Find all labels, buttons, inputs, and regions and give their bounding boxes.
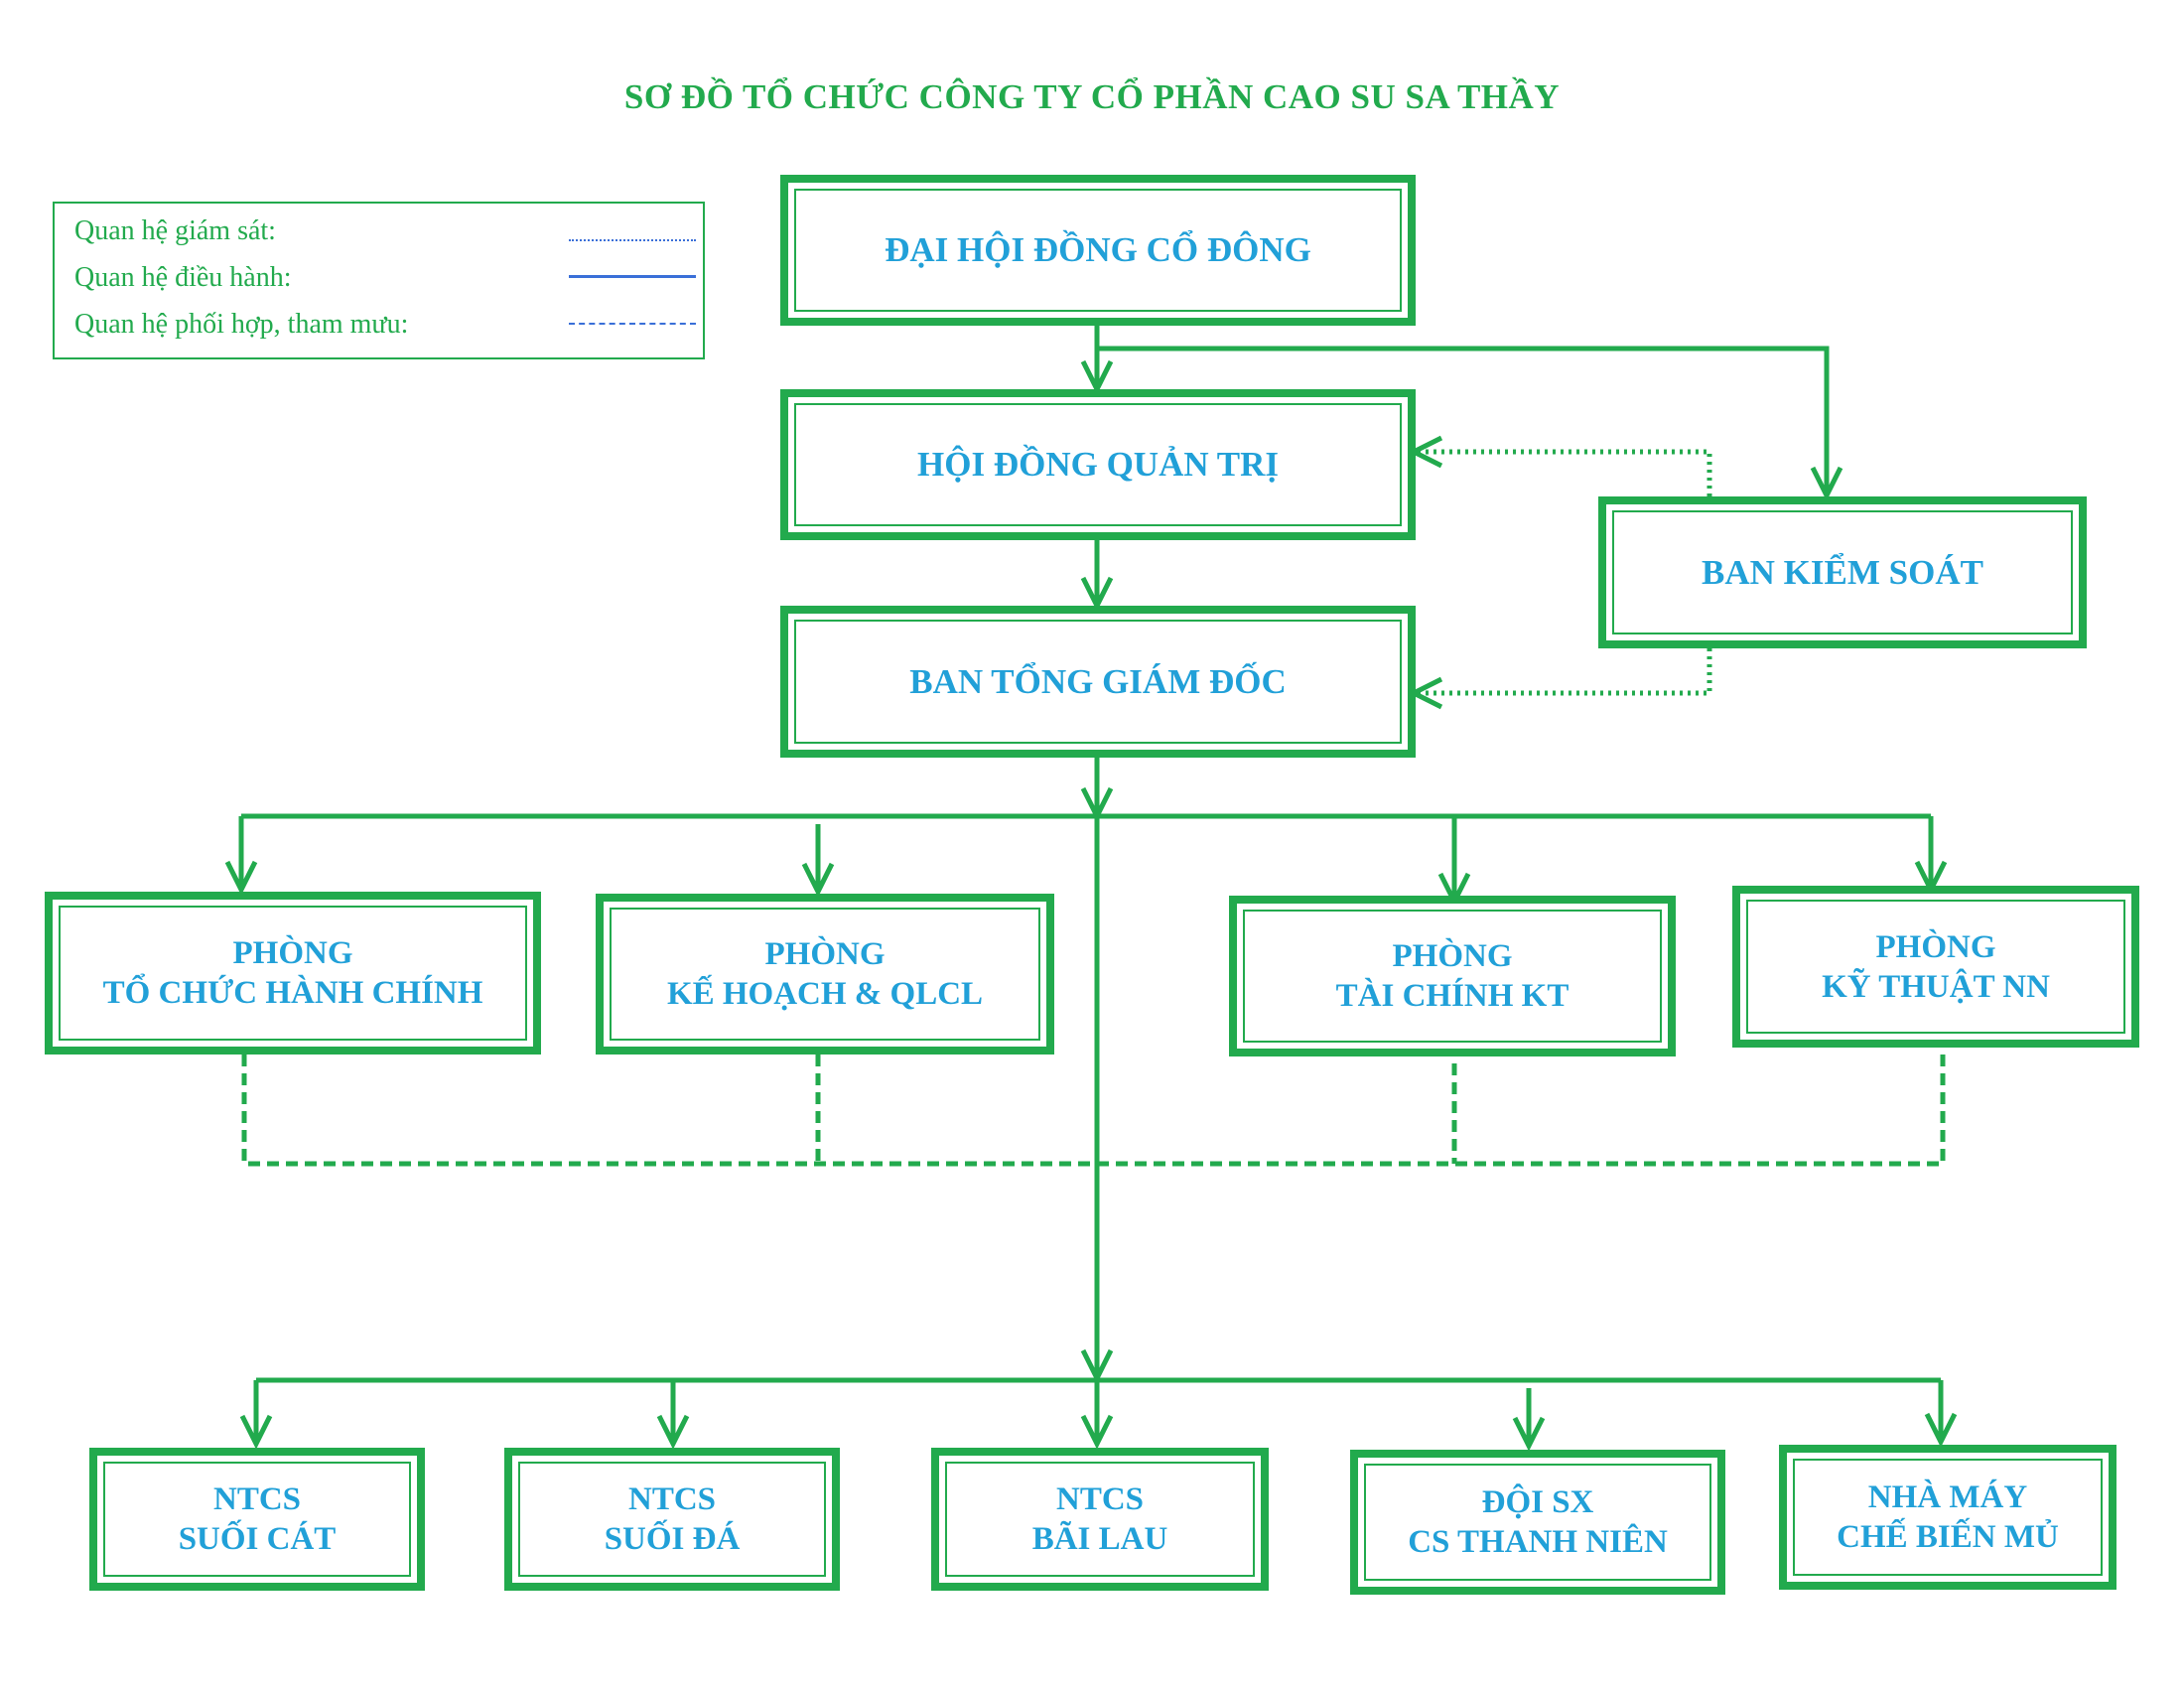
node-team-thanhnien-line1: ĐỘI SX: [1481, 1484, 1594, 1520]
page-title: SƠ ĐỒ TỔ CHỨC CÔNG TY CỔ PHẦN CAO SU SA …: [623, 77, 1561, 116]
node-dept-tech-line2: KỸ THUẬT NN: [1822, 968, 2050, 1005]
node-shareholders-label: ĐẠI HỘI ĐỒNG CỔ ĐÔNG: [885, 230, 1311, 269]
node-dept-finance[interactable]: PHÒNG TÀI CHÍNH KT: [1229, 896, 1676, 1056]
node-dept-planning-line1: PHÒNG: [764, 936, 886, 972]
node-supervisory[interactable]: BAN KIỂM SOÁT: [1598, 496, 2087, 648]
node-factory-line2: CHẾ BIẾN MỦ: [1837, 1519, 2059, 1555]
legend: Quan hệ giám sát: Quan hệ điều hành: Qua…: [53, 202, 705, 359]
node-dept-tech-line1: PHÒNG: [1875, 928, 1996, 965]
node-dept-admin-line1: PHÒNG: [232, 935, 353, 971]
node-directors-label: BAN TỔNG GIÁM ĐỐC: [909, 661, 1287, 701]
node-farm-bailau-line1: NTCS: [1055, 1481, 1145, 1517]
node-factory[interactable]: NHÀ MÁY CHẾ BIẾN MỦ: [1779, 1445, 2116, 1590]
edge-coordination-dashed: [241, 1048, 1946, 1167]
node-dept-admin-line2: TỔ CHỨC HÀNH CHÍNH: [102, 975, 483, 1011]
node-supervisory-label: BAN KIỂM SOÁT: [1702, 552, 1983, 592]
node-farm-suoicat[interactable]: NTCS SUỐI CÁT: [89, 1448, 425, 1591]
node-board-label: HỘI ĐỒNG QUẢN TRỊ: [917, 445, 1279, 484]
node-team-thanhnien-line2: CS THANH NIÊN: [1408, 1524, 1668, 1560]
node-dept-finance-line2: TÀI CHÍNH KT: [1335, 978, 1570, 1014]
node-shareholders[interactable]: ĐẠI HỘI ĐỒNG CỔ ĐÔNG: [780, 175, 1416, 326]
node-farm-suoida-line1: NTCS: [627, 1481, 717, 1517]
node-farm-suoicat-line2: SUỐI CÁT: [178, 1521, 337, 1557]
node-farm-bailau[interactable]: NTCS BÃI LAU: [931, 1448, 1269, 1591]
legend-supervision-line: [569, 239, 696, 241]
node-farm-suoicat-line1: NTCS: [212, 1481, 302, 1517]
legend-coordination-label: Quan hệ phối hợp, tham mưu:: [74, 309, 409, 340]
node-directors[interactable]: BAN TỔNG GIÁM ĐỐC: [780, 606, 1416, 758]
node-dept-finance-line1: PHÒNG: [1392, 938, 1513, 974]
node-dept-admin[interactable]: PHÒNG TỔ CHỨC HÀNH CHÍNH: [45, 892, 541, 1055]
node-team-thanhnien[interactable]: ĐỘI SX CS THANH NIÊN: [1350, 1450, 1725, 1595]
node-dept-planning[interactable]: PHÒNG KẾ HOẠCH & QLCL: [596, 894, 1054, 1055]
node-farm-bailau-line2: BÃI LAU: [1031, 1521, 1168, 1557]
legend-coordination-line: [569, 323, 696, 325]
legend-executive-line: [569, 275, 696, 278]
node-farm-suoida[interactable]: NTCS SUỐI ĐÁ: [504, 1448, 840, 1591]
edge-shareholders-supervisory: [1097, 346, 1843, 501]
node-dept-tech[interactable]: PHÒNG KỸ THUẬT NN: [1732, 886, 2139, 1048]
legend-supervision-label: Quan hệ giám sát:: [74, 215, 276, 246]
edge-supervisory-directors-dotted: [1408, 648, 1712, 710]
node-farm-suoida-line2: SUỐI ĐÁ: [604, 1521, 741, 1557]
legend-executive-label: Quan hệ điều hành:: [74, 262, 292, 293]
node-factory-line1: NHÀ MÁY: [1867, 1479, 2028, 1515]
node-dept-planning-line2: KẾ HOẠCH & QLCL: [666, 976, 984, 1012]
edge-supervisory-board-dotted: [1408, 435, 1712, 496]
node-board[interactable]: HỘI ĐỒNG QUẢN TRỊ: [780, 389, 1416, 540]
